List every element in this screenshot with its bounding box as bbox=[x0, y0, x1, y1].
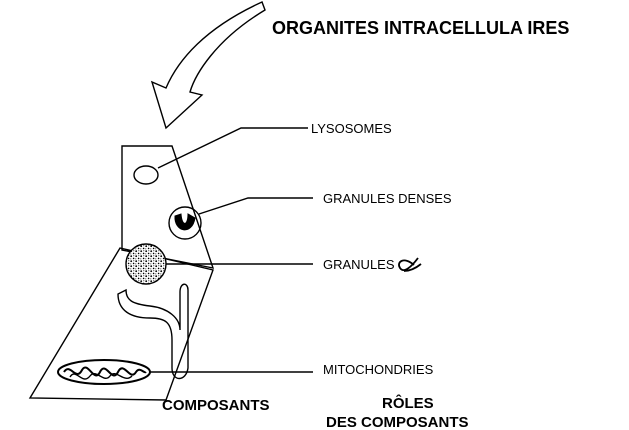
label-dense-granules: GRANULES DENSES bbox=[323, 191, 452, 206]
alpha-granule-organelle bbox=[126, 244, 166, 284]
arrow-outline bbox=[152, 2, 265, 128]
dense-granule-organelle bbox=[169, 207, 201, 239]
diagram-title: ORGANITES INTRACELLULA IRES bbox=[272, 18, 569, 38]
footer-roles-line1: RÔLES bbox=[382, 394, 434, 412]
curved-arrow bbox=[152, 2, 265, 128]
alpha-symbol-icon bbox=[399, 258, 421, 271]
label-alpha-granules: GRANULES bbox=[323, 257, 395, 272]
footer-roles-line2: DES COMPOSANTS bbox=[326, 414, 469, 430]
lysosomes-leader-line bbox=[158, 128, 308, 168]
label-lysosomes: LYSOSOMES bbox=[311, 121, 392, 136]
footer-components: COMPOSANTS bbox=[162, 397, 270, 414]
dense-granules-leader-line bbox=[199, 198, 313, 214]
label-mitochondria: MITOCHONDRIES bbox=[323, 362, 434, 377]
lysosome-organelle bbox=[134, 166, 158, 184]
mitochondrion-organelle bbox=[58, 360, 150, 384]
